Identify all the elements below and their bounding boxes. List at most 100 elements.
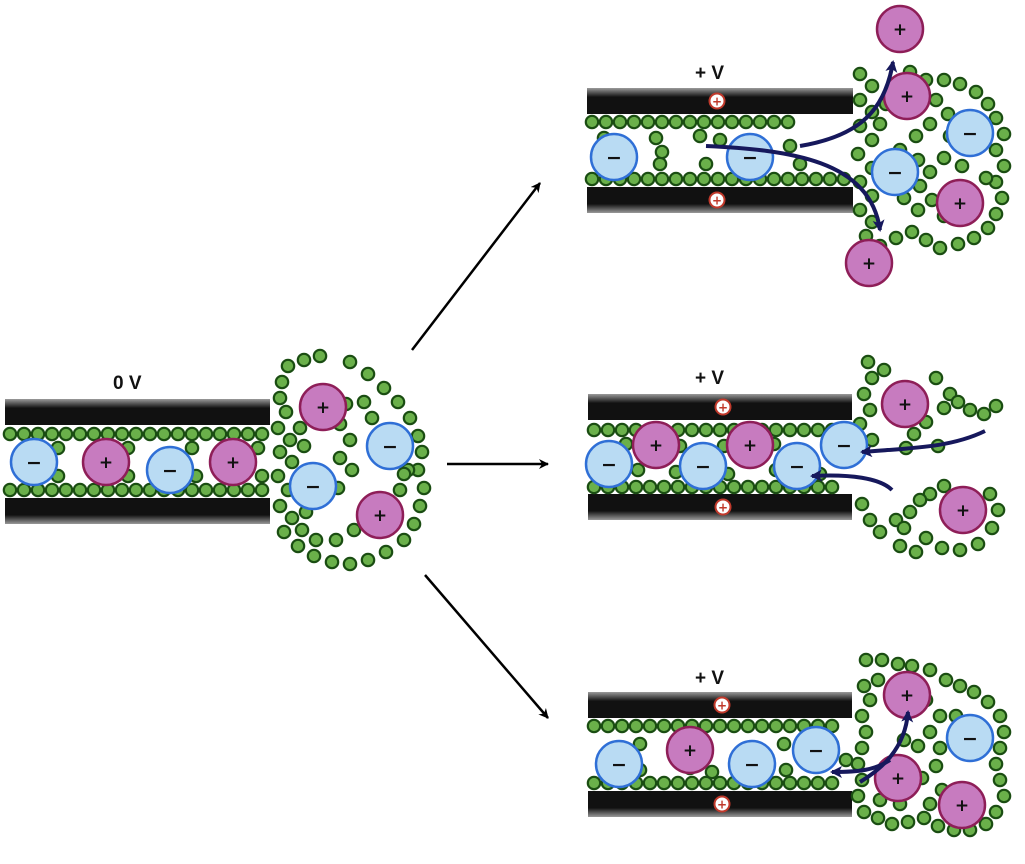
anion-sign: − (162, 460, 178, 482)
charge-sign: + (717, 699, 727, 713)
solvent-molecule-icon (612, 114, 628, 130)
solvent-molecule-icon (850, 788, 866, 804)
solvent-molecule-icon (308, 532, 324, 548)
solvent-molecule-icon (402, 410, 418, 426)
flow-arrow-cation-out (858, 710, 914, 784)
solvent-molecule-icon (652, 156, 668, 172)
arrow-to-bottom-panel (424, 574, 549, 719)
solvent-molecule-icon (966, 230, 982, 246)
solvent-molecule-icon (838, 752, 854, 768)
minus-ion-icon: − (870, 147, 920, 197)
solvent-molecule-icon (16, 482, 32, 498)
solvent-molecule-icon (296, 352, 312, 368)
minus-ion-icon: − (945, 108, 995, 158)
solvent-molecule-icon (628, 479, 644, 495)
solvent-molecule-icon (290, 538, 306, 554)
solvent-molecule-icon (950, 394, 966, 410)
arrow-to-top-panel (411, 182, 541, 351)
solvent-molecule-icon (968, 84, 984, 100)
solvent-molecule-icon (276, 524, 292, 540)
solvent-molecule-icon (586, 718, 602, 734)
solvent-molecule-icon (954, 158, 970, 174)
cation-sign: + (953, 194, 967, 214)
solvent-molecule-icon (710, 114, 726, 130)
solvent-molecule-icon (780, 171, 796, 187)
solvent-molecule-icon (872, 116, 888, 132)
anion-sign: − (382, 436, 398, 458)
solvent-molecule-icon (992, 772, 1008, 788)
solvent-molecule-icon (328, 532, 344, 548)
solvent-molecule-icon (128, 482, 144, 498)
solvent-molecule-icon (156, 426, 172, 442)
solvent-molecule-icon (410, 428, 426, 444)
solvent-molecule-icon (86, 482, 102, 498)
solvent-molecule-icon (932, 740, 948, 756)
solvent-molecule-icon (356, 394, 372, 410)
solvent-molecule-icon (58, 426, 74, 442)
solvent-molecule-icon (970, 536, 986, 552)
solvent-molecule-icon (740, 718, 756, 734)
solvent-molecule-icon (982, 486, 998, 502)
solvent-molecule-icon (994, 190, 1010, 206)
solvent-molecule-icon (822, 171, 838, 187)
flow-arrow-anion-in (799, 60, 898, 148)
solvent-molecule-icon (600, 422, 616, 438)
solvent-molecule-icon (824, 775, 840, 791)
solvent-molecule-icon (364, 410, 380, 426)
solvent-molecule-icon (918, 530, 934, 546)
solvent-molecule-icon (858, 652, 874, 668)
solvent-molecule-icon (988, 398, 1004, 414)
solvent-molecule-icon (780, 114, 796, 130)
solvent-molecule-icon (922, 662, 938, 678)
positive-charge-icon: + (714, 498, 732, 516)
solvent-molecule-icon (272, 390, 288, 406)
solvent-molecule-icon (810, 775, 826, 791)
cation-sign: + (862, 254, 876, 274)
plus-ion-icon: + (875, 4, 925, 54)
solvent-molecule-icon (626, 171, 642, 187)
solvent-molecule-icon (684, 775, 700, 791)
solvent-molecule-icon (642, 718, 658, 734)
solvent-molecule-icon (864, 78, 880, 94)
solvent-molecule-icon (766, 171, 782, 187)
panel-initial: 0 V −+−++−−+ (2, 348, 432, 572)
solvent-molecule-icon (754, 718, 770, 734)
solvent-molecule-icon (908, 544, 924, 560)
charge-sign: + (717, 798, 727, 812)
solvent-molecule-icon (240, 482, 256, 498)
solvent-molecule-icon (128, 426, 144, 442)
solvent-molecule-icon (712, 775, 728, 791)
solvent-molecule-icon (254, 426, 270, 442)
anion-sign: − (611, 754, 627, 776)
minus-ion-icon: − (145, 445, 195, 495)
solvent-molecule-icon (738, 114, 754, 130)
minus-ion-icon: − (945, 713, 995, 763)
solvent-molecule-icon (782, 138, 798, 154)
solvent-molecule-icon (696, 114, 712, 130)
solvent-molecule-icon (684, 422, 700, 438)
solvent-molecule-icon (962, 402, 978, 418)
solvent-molecule-icon (584, 171, 600, 187)
solvent-molecule-icon (796, 775, 812, 791)
solvent-molecule-icon (272, 498, 288, 514)
solvent-molecule-icon (988, 110, 1004, 126)
solvent-molecule-icon (870, 672, 886, 688)
solvent-molecule-icon (416, 480, 432, 496)
electrode-charges: ++ (714, 398, 732, 516)
solvent-molecule-icon (766, 114, 782, 130)
solvent-molecule-icon (854, 708, 870, 724)
solvent-molecule-icon (16, 426, 32, 442)
anion-sign: − (601, 454, 617, 476)
solvent-molecule-icon (978, 170, 994, 186)
solvent-molecule-icon (626, 114, 642, 130)
solvent-molecule-icon (284, 510, 300, 526)
solvent-molecule-icon (72, 426, 88, 442)
solvent-molecule-icon (586, 775, 602, 791)
solvent-molecule-icon (776, 736, 792, 752)
solvent-molecule-icon (654, 144, 670, 160)
flow-arrow-anion-in-upper (860, 429, 986, 458)
solvent-molecule-icon (170, 426, 186, 442)
solvent-molecule-icon (988, 804, 1004, 820)
flow-arrow-anion-in (830, 758, 892, 778)
solvent-molecule-icon (782, 422, 798, 438)
